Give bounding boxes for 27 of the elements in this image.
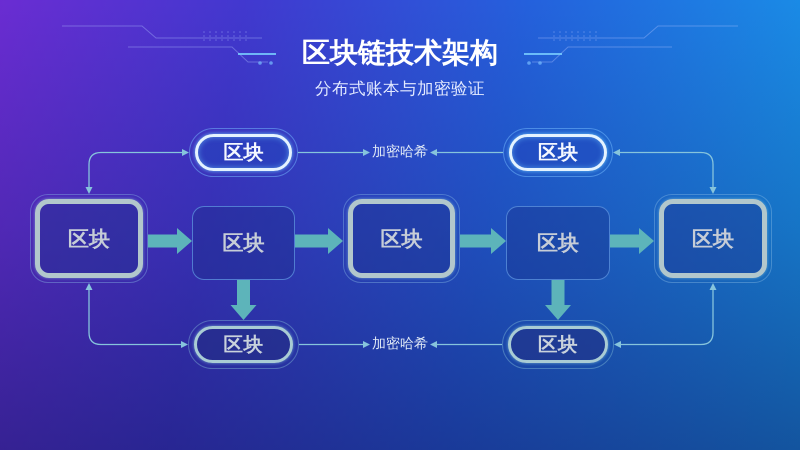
block-box: 区块 xyxy=(343,194,460,283)
connector-arrow xyxy=(299,341,370,348)
subtitle: 分布式账本与加密验证 xyxy=(315,79,485,99)
connector-arrow xyxy=(613,149,716,194)
block-pill: 区块 xyxy=(503,128,613,177)
block-pill: 区块 xyxy=(502,320,614,369)
block-box: 区块 xyxy=(30,194,148,283)
block-arrow xyxy=(610,228,654,254)
block-arrow xyxy=(295,228,343,254)
connector-arrow xyxy=(430,149,503,156)
line-label: 加密哈希 xyxy=(370,335,430,353)
block-pill: 区块 xyxy=(189,128,298,177)
block-box: 区块 xyxy=(192,206,295,280)
title: 区块链技术架构 xyxy=(302,36,498,70)
connector-arrow xyxy=(614,283,716,348)
block-arrow xyxy=(230,280,256,320)
connector-arrow xyxy=(430,341,502,348)
connector-arrow xyxy=(86,283,188,348)
block-box: 区块 xyxy=(654,194,772,283)
connector-arrow xyxy=(298,149,370,156)
block-pill: 区块 xyxy=(188,320,299,369)
line-label: 加密哈希 xyxy=(370,143,430,161)
block-arrow xyxy=(545,280,571,320)
block-box: 区块 xyxy=(506,206,610,280)
block-arrow xyxy=(148,228,192,254)
connector-arrow xyxy=(86,149,189,194)
block-arrow xyxy=(460,228,506,254)
